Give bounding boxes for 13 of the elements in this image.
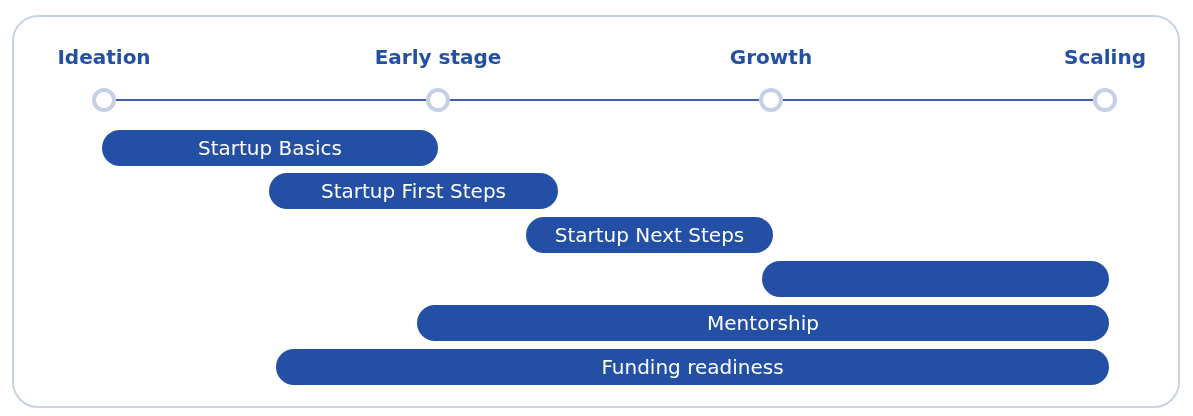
stage-label: Scaling xyxy=(1063,45,1147,69)
timeline-bar: Mentorship xyxy=(417,305,1109,341)
timeline-bar: Startup Basics xyxy=(102,130,438,166)
stage-label: Ideation xyxy=(56,45,152,69)
timeline-line xyxy=(115,99,427,101)
timeline-bar: Funding readiness xyxy=(276,349,1109,385)
timeline-bar: Startup First Steps xyxy=(269,173,558,209)
timeline-line xyxy=(449,99,760,101)
stage-label: Growth xyxy=(728,45,814,69)
timeline-line xyxy=(782,99,1094,101)
timeline-bar: Startup Next Steps xyxy=(526,217,773,253)
timeline-bar xyxy=(762,261,1109,297)
stage-label: Early stage xyxy=(373,45,503,69)
